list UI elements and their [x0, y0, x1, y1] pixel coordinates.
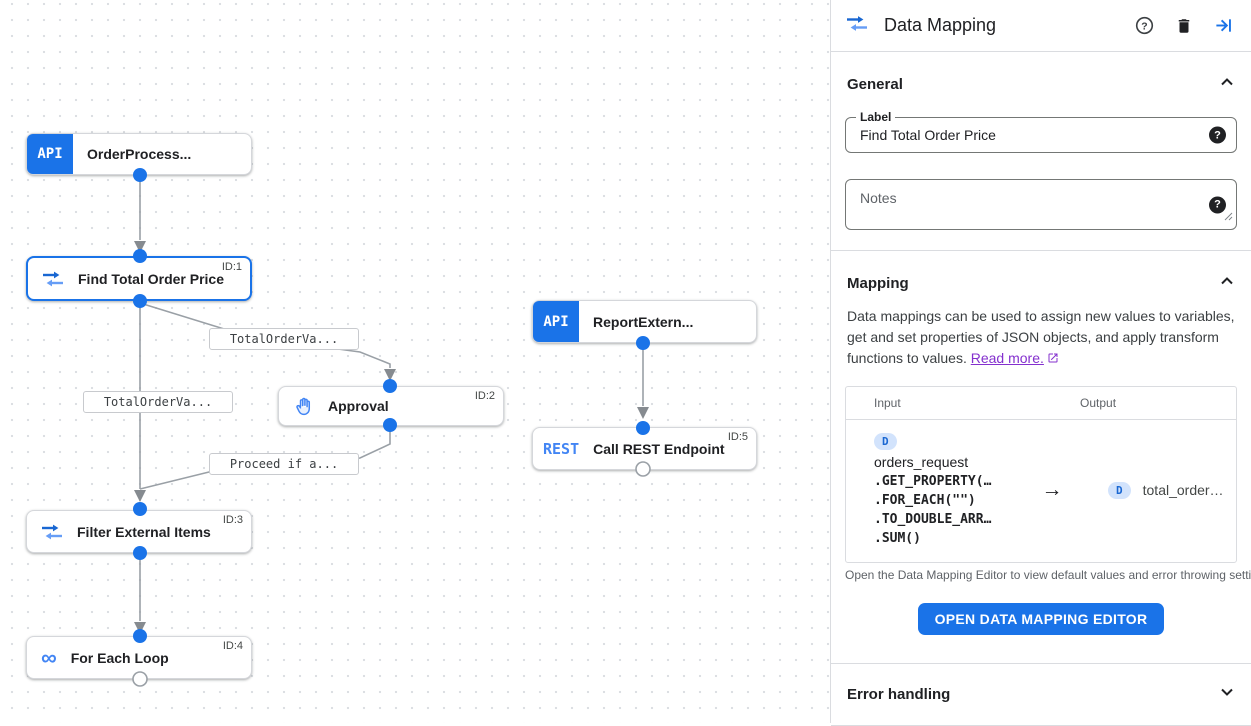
transform-function: .GET_PROPERTY(… [874, 474, 992, 489]
input-variable: orders_request [874, 454, 969, 470]
data-mapping-icon [42, 271, 64, 287]
arrowhead [134, 241, 146, 253]
external-link-icon [1047, 351, 1059, 367]
open-data-mapping-editor-button[interactable]: OPEN DATA MAPPING EDITOR [917, 603, 1165, 635]
output-column-header: Output [1080, 396, 1117, 410]
mapping-heading: Mapping [847, 275, 909, 292]
arrowhead [134, 490, 146, 502]
panel-title: Data Mapping [884, 15, 997, 35]
mapping-description-text: Data mappings can be used to assign new … [847, 308, 1235, 366]
node-id-tag: ID:5 [727, 431, 748, 443]
label-help-icon[interactable]: ? [1209, 126, 1226, 144]
help-icon[interactable]: ? [1133, 14, 1156, 37]
output-variable: total_order… [1142, 482, 1224, 498]
edge-label-totalorderva-1[interactable]: TotalOrderVa... [209, 328, 359, 350]
input-column-header: Input [874, 396, 901, 410]
chevron-up-icon [1219, 273, 1235, 294]
node-label: ReportExtern... [593, 313, 694, 330]
node-order-process[interactable]: API OrderProcess... [26, 133, 252, 175]
data-mapping-icon [41, 524, 63, 540]
edge-label-totalorderva-2[interactable]: TotalOrderVa... [83, 391, 233, 413]
node-id-tag: ID:1 [221, 261, 242, 273]
arrowhead [637, 407, 649, 419]
resize-handle-icon[interactable] [1224, 208, 1233, 226]
error-handling-heading: Error handling [847, 686, 951, 703]
loop-icon: ∞ [41, 644, 57, 670]
section-divider [831, 663, 1251, 664]
node-label: Call REST Endpoint [593, 440, 725, 457]
data-mapping-config-panel: Data Mapping ? General Label ? [830, 0, 1251, 726]
collapse-panel-icon[interactable] [1212, 14, 1235, 37]
label-input[interactable] [846, 118, 1236, 152]
node-approval[interactable]: ID:2 Approval [278, 386, 504, 426]
node-label: Find Total Order Price [78, 270, 224, 287]
node-report-extern[interactable]: API ReportExtern... [532, 300, 757, 343]
hand-icon [293, 396, 314, 417]
node-for-each-loop[interactable]: ID:4 ∞ For Each Loop [26, 636, 252, 679]
general-section: General Label ? ? [831, 52, 1251, 244]
mapping-input-cell: D orders_request .GET_PROPERTY(… .FOR_EA… [846, 432, 1026, 548]
notes-help-icon[interactable]: ? [1209, 196, 1226, 213]
mapping-section-toggle[interactable]: Mapping [845, 265, 1237, 302]
mapping-output-cell: D total_order… [1078, 481, 1224, 499]
notes-field-wrapper: ? [845, 179, 1237, 230]
read-more-link[interactable]: Read more. [970, 350, 1044, 366]
section-divider [831, 250, 1251, 251]
node-label: Filter External Items [77, 523, 211, 540]
arrowhead [134, 622, 146, 634]
general-section-toggle[interactable]: General [845, 66, 1237, 103]
mapping-section: Mapping Data mappings can be used to ass… [831, 251, 1251, 663]
flow-canvas[interactable]: API OrderProcess... ID:1 Find Total Orde… [0, 0, 830, 723]
error-handling-section: Error handling [831, 664, 1251, 725]
general-heading: General [847, 76, 903, 93]
label-field-label: Label [856, 110, 896, 124]
transform-function: .SUM() [874, 531, 921, 546]
error-handling-toggle[interactable]: Error handling [845, 670, 1237, 719]
api-badge: API [533, 301, 579, 342]
flow-edges [132, 168, 651, 687]
api-badge: API [27, 134, 73, 174]
chevron-down-icon [1219, 684, 1235, 705]
node-label: For Each Loop [70, 649, 169, 666]
node-id-tag: ID:2 [474, 390, 495, 402]
transform-function: .TO_DOUBLE_ARR… [874, 512, 992, 527]
chevron-up-icon [1219, 74, 1235, 95]
node-filter-external-items[interactable]: ID:3 Filter External Items [26, 510, 252, 553]
mapping-table: Input Output D orders_request .GET_PROPE… [845, 386, 1237, 563]
node-label: Approval [328, 398, 389, 414]
mapping-table-row[interactable]: D orders_request .GET_PROPERTY(… .FOR_EA… [846, 420, 1236, 562]
mapping-table-header: Input Output [846, 387, 1236, 420]
node-id-tag: ID:4 [222, 640, 243, 652]
data-type-badge: D [874, 433, 897, 450]
rest-badge: REST [543, 439, 580, 458]
transform-function: .FOR_EACH("") [874, 493, 976, 508]
notes-input[interactable] [846, 180, 1236, 224]
node-label: OrderProcess... [87, 146, 192, 162]
edge-label-proceed-if[interactable]: Proceed if a... [209, 453, 359, 475]
data-type-badge: D [1108, 481, 1131, 499]
delete-icon[interactable] [1173, 15, 1195, 37]
node-call-rest-endpoint[interactable]: ID:5 REST Call REST Endpoint [532, 427, 757, 470]
node-find-total-order-price[interactable]: ID:1 Find Total Order Price [26, 256, 252, 301]
node-id-tag: ID:3 [222, 514, 243, 526]
arrowhead [384, 369, 396, 381]
data-mapping-icon [846, 15, 868, 37]
mapping-description: Data mappings can be used to assign new … [845, 302, 1237, 370]
panel-header: Data Mapping ? [831, 0, 1251, 52]
label-field-wrapper: Label ? [845, 110, 1237, 153]
mapping-hint: Open the Data Mapping Editor to view def… [845, 568, 1251, 582]
svg-text:?: ? [1141, 21, 1147, 32]
mapping-arrow-icon: → [1041, 478, 1063, 501]
